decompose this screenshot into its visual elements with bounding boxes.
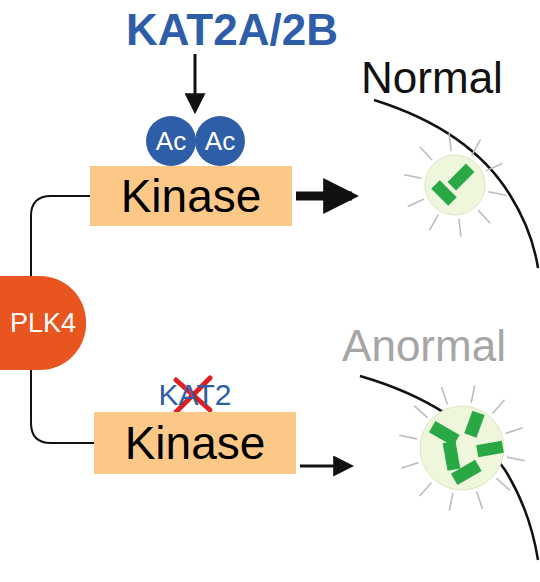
connector	[31, 370, 94, 443]
ray	[404, 175, 422, 179]
acetyl-circle: Ac	[195, 116, 245, 166]
node-text: Ac	[156, 128, 186, 154]
ray	[420, 482, 432, 495]
plk4-shape: PLK4	[0, 276, 86, 370]
connector	[31, 196, 90, 276]
acetylation-arrow	[194, 54, 197, 110]
cell-outline	[360, 376, 538, 560]
knockout-label: KAT2	[159, 380, 232, 410]
enzyme-label: KAT2A/2B	[126, 8, 338, 52]
ray	[478, 210, 490, 223]
ray	[492, 400, 504, 413]
ray	[414, 406, 427, 418]
kinase-box: Kinase	[94, 412, 296, 474]
abnormal-centrosome	[399, 385, 524, 510]
ray	[408, 199, 424, 206]
ray	[442, 387, 448, 404]
ray	[401, 463, 418, 469]
normal-centrosome	[404, 133, 506, 236]
strong-arrow	[296, 192, 352, 201]
ray	[472, 140, 481, 156]
ray	[507, 457, 525, 461]
ray	[488, 192, 506, 196]
ray	[420, 147, 432, 160]
node-text: Kinase	[121, 173, 262, 219]
ray	[471, 385, 475, 403]
node-text: Kinase	[125, 420, 266, 466]
node-text: PLK4	[10, 310, 76, 337]
ray	[399, 435, 417, 439]
ray	[459, 219, 461, 237]
ray	[506, 428, 523, 434]
ray	[429, 215, 438, 231]
cell-outline	[374, 100, 538, 268]
weak-arrow	[300, 465, 350, 468]
node-text: Ac	[205, 128, 235, 154]
ray	[496, 478, 509, 490]
state-label: Normal	[361, 56, 503, 100]
ray	[449, 133, 451, 151]
ray	[477, 492, 483, 509]
ray	[486, 163, 502, 170]
acetyl-circle: Ac	[146, 116, 196, 166]
ray	[449, 493, 453, 511]
state-label: Anormal	[342, 324, 506, 368]
kinase-box: Kinase	[90, 166, 292, 226]
